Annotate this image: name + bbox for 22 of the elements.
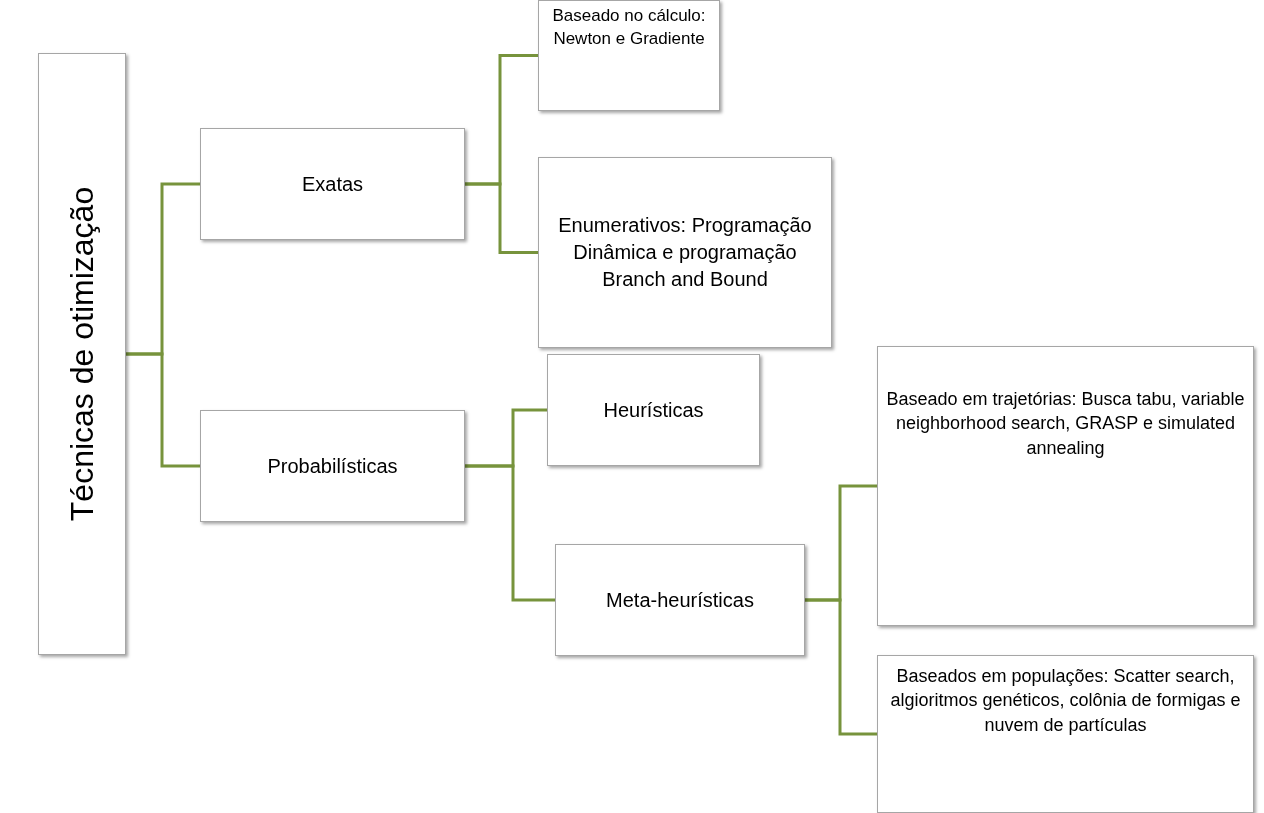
- category-box: [877, 346, 1254, 626]
- category-box: [538, 0, 720, 111]
- category-box: [200, 128, 465, 240]
- connector-line: [465, 464, 555, 602]
- box-label: Baseado no cálculo: Newton e Gradiente: [551, 5, 707, 50]
- category-box: [200, 410, 465, 522]
- category-box: [547, 354, 760, 466]
- connector-line: [465, 182, 538, 254]
- box-label: Baseado em trajetórias: Busca tabu, variable neighborhood search, GRASP e simulated annealing: [885, 388, 1246, 460]
- box-label: Baseados em populações: Scatter search, algioritmos genéticos, colônia de formigas e nuvem de partículas: [889, 665, 1242, 737]
- box-label: Meta-heurísticas: [605, 588, 755, 613]
- connector-line: [126, 352, 200, 468]
- box-label: Heurísticas: [602, 398, 705, 423]
- category-box: [38, 53, 126, 655]
- vertical-title: Técnicas de otimização: [63, 186, 101, 522]
- box-label: Exatas: [300, 172, 365, 197]
- category-box: [538, 157, 832, 348]
- box-label: Enumerativos: Programação Dinâmica e programação Branch and Bound: [557, 213, 813, 292]
- category-box: [555, 544, 805, 656]
- category-box: [877, 655, 1254, 813]
- box-label: Probabilísticas: [266, 454, 399, 479]
- connector-line: [805, 598, 877, 736]
